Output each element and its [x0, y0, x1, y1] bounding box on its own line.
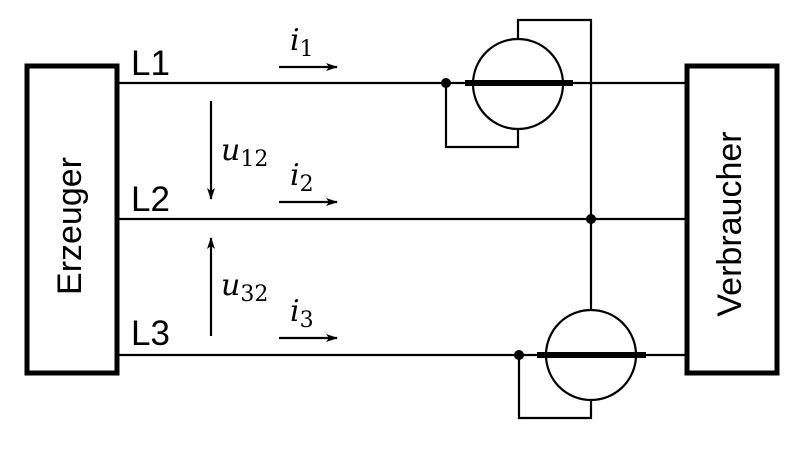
line-label-l1: L1	[131, 44, 170, 83]
current-label-i1: i1	[290, 23, 314, 62]
wattmeter-2-current-loop	[517, 355, 593, 420]
voltage-label-u12: u12	[221, 133, 268, 172]
consumer-box: Verbraucher	[684, 63, 780, 376]
wattmeter-1-voltage-lead	[516, 18, 593, 219]
line-label-l2: L2	[131, 180, 170, 219]
generator-label: Erzeuger	[51, 157, 89, 295]
voltage-label-u32: u32	[221, 268, 268, 307]
current-label-i3: i3	[290, 294, 314, 333]
line-label-l3: L3	[131, 314, 170, 353]
wattmeter-2	[514, 219, 646, 420]
junction-dot	[514, 350, 524, 360]
consumer-label: Verbraucher	[711, 131, 749, 316]
generator-box: Erzeuger	[24, 63, 120, 376]
current-label-i2: i2	[290, 158, 314, 197]
junction-dot	[441, 78, 451, 88]
wattmeter-1	[441, 18, 593, 219]
wattmeter-1-current-loop	[444, 83, 520, 149]
